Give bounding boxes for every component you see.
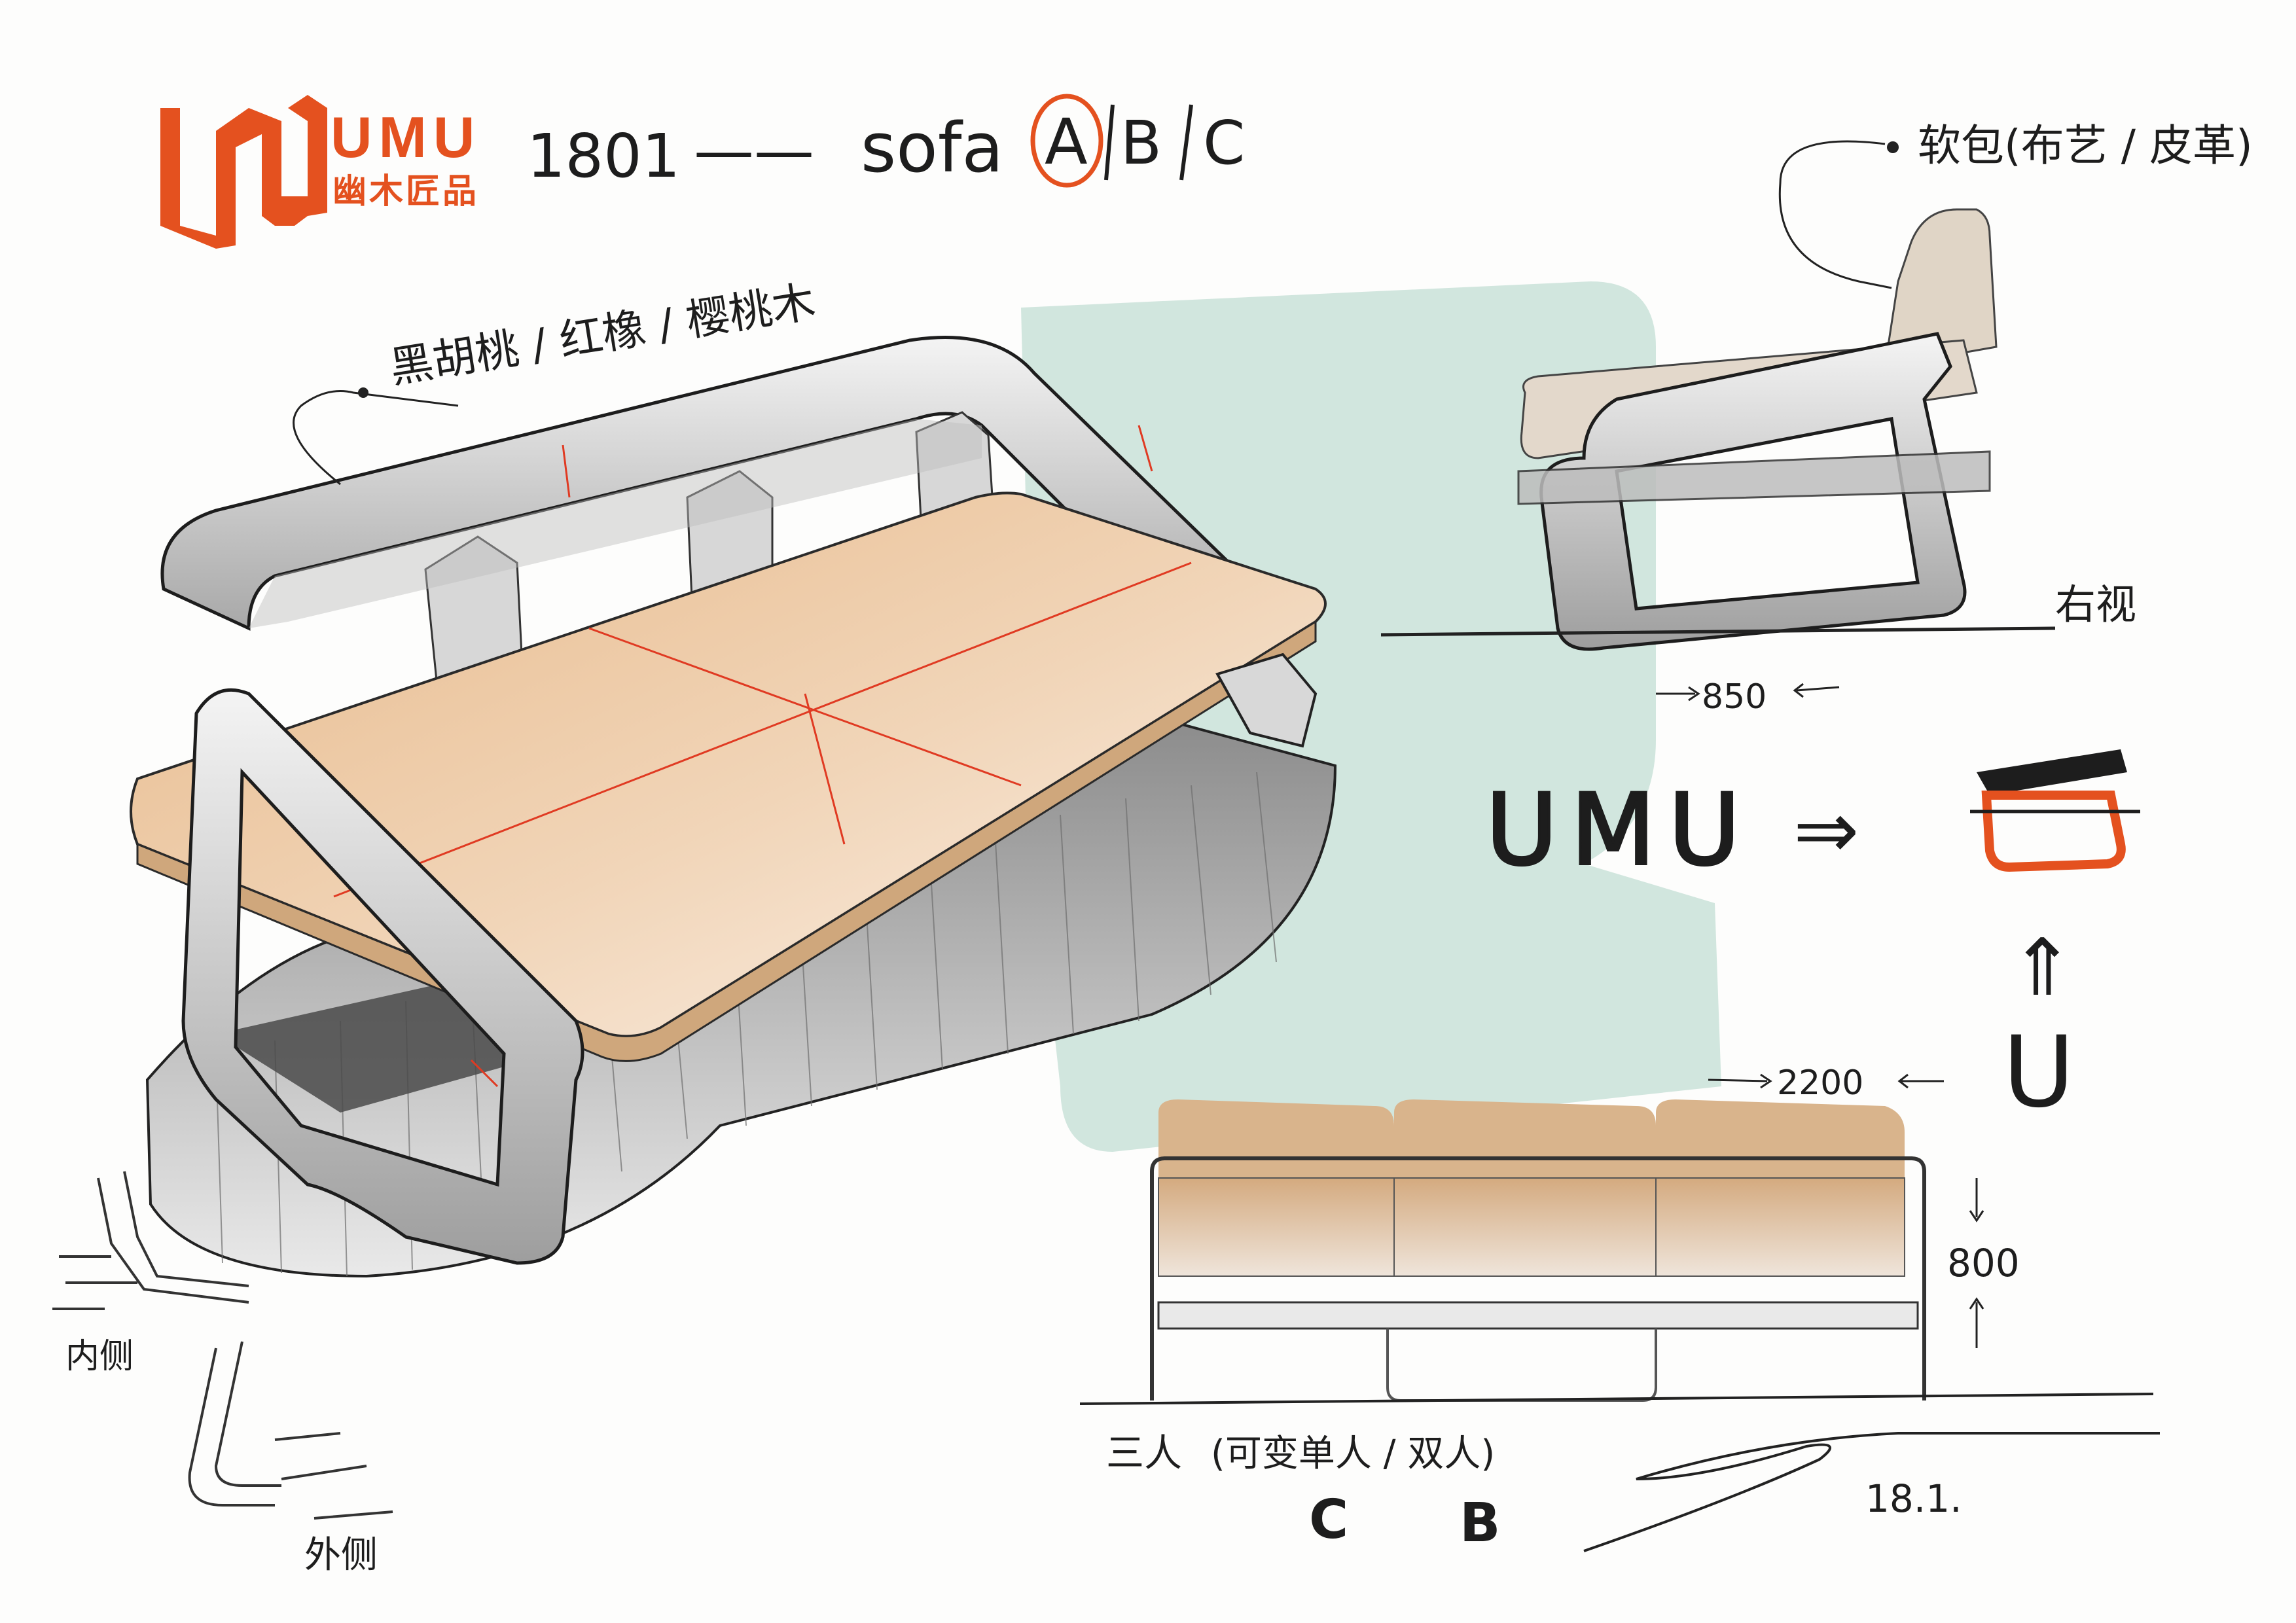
sofa-side-arm-loop	[181, 688, 584, 1265]
sheet-title: 1801 —— sofa A B C	[527, 94, 1245, 191]
sofa-front-view	[1079, 1099, 2154, 1405]
front-seat-cushion	[1655, 1177, 1905, 1277]
signature: 18.1.	[1583, 1431, 2160, 1552]
sofa-perspective-sketch	[130, 336, 1337, 1278]
upholstery-callout: 软包(布艺 / 皮革)	[1778, 120, 2253, 289]
front-seat-cushion	[1393, 1177, 1657, 1277]
seat-division-lines	[196, 425, 1192, 1173]
seat-options-label: (可变单人 / 双人)	[1211, 1433, 1495, 1475]
front-seat-cushion	[1158, 1177, 1395, 1277]
seats-label: 三人	[1106, 1431, 1182, 1475]
wood-material-label: 黑胡桃 / 红橡 / 樱桃木	[386, 276, 818, 393]
concept-u-letter: U	[2003, 1016, 2075, 1130]
upholstery-label: 软包(布艺 / 皮革)	[1918, 120, 2253, 171]
depth-dimension: 850	[1656, 677, 1840, 717]
variant-c-label: C	[1309, 1489, 1348, 1551]
title-variant-c: C	[1203, 108, 1245, 178]
front-seat-rail	[1157, 1301, 1919, 1330]
height-dimension: 800	[1947, 1178, 2020, 1348]
outer-side-detail	[188, 1341, 393, 1520]
depth-value: 850	[1702, 677, 1767, 717]
title-product: sofa	[861, 108, 1003, 188]
sofa-right-arm	[1215, 652, 1318, 748]
signature-date: 18.1.	[1865, 1476, 1962, 1521]
side-view-backrest	[1884, 208, 1998, 368]
height-value: 800	[1947, 1241, 2020, 1285]
title-variant-b: B	[1121, 108, 1162, 178]
selected-variant-circle	[1030, 94, 1103, 188]
front-stand	[1386, 1329, 1657, 1402]
concept-up-arrow: ⇑	[2009, 923, 2075, 1014]
front-back-cushion	[1656, 1099, 1905, 1178]
width-value: 2200	[1777, 1063, 1863, 1103]
front-back-cushion	[1158, 1099, 1394, 1178]
umu-subtitle: 幽木匠品	[332, 173, 479, 211]
width-dimension: 2200	[1708, 1063, 1944, 1103]
front-frame	[1150, 1156, 1926, 1400]
title-dash: ——	[694, 116, 814, 186]
concept-frame-icon	[1977, 749, 2127, 795]
umu-wordmark: UMU	[331, 105, 481, 169]
umu-logo-mark	[160, 95, 327, 249]
front-back-cushion	[1394, 1099, 1656, 1178]
umu-logo: UMU 幽木匠品	[160, 95, 481, 249]
sofa-side-view	[1380, 208, 2056, 651]
inner-side-detail	[52, 1171, 249, 1310]
concept-arrow: ⇒	[1793, 785, 1859, 876]
title-variant-a: A	[1045, 105, 1088, 179]
concept-umu-text: UMU	[1486, 774, 1753, 887]
title-code: 1801	[527, 121, 680, 191]
inner-side-label: 内侧	[65, 1337, 134, 1376]
right-view-label: 右视	[2055, 580, 2136, 628]
outer-side-label: 外侧	[304, 1534, 378, 1577]
umu-concept: UMU ⇒ ⇑ U	[1484, 749, 2140, 1130]
variant-b-label: B	[1460, 1492, 1501, 1554]
signature-scribble	[1583, 1431, 2160, 1552]
